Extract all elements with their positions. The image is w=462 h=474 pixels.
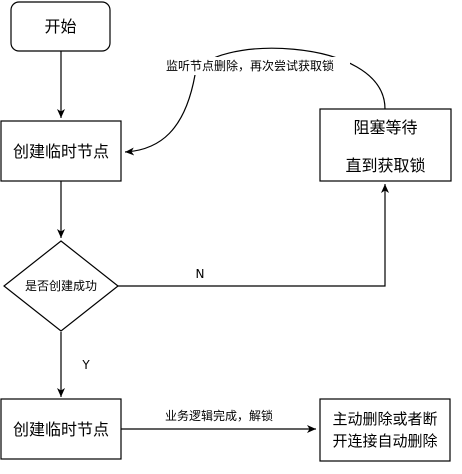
node-delete-line2: 开连接自动删除: [332, 432, 437, 450]
node-delete[interactable]: [319, 398, 451, 462]
edge-label-no: N: [196, 267, 205, 281]
node-block-wait-line2: 直到获取锁: [345, 156, 425, 175]
node-create-temp-1[interactable]: [0, 120, 122, 182]
node-block-wait-line1: 阻塞等待: [353, 118, 417, 137]
node-start[interactable]: [10, 1, 111, 52]
edge-label-watch-retry: 监听节点删除，再次尝试获取锁: [166, 58, 334, 73]
edge-label-done-unlock: 业务逻辑完成，解锁: [165, 408, 273, 423]
node-decision[interactable]: [3, 240, 119, 332]
node-create-temp-2-label: 创建临时节点: [13, 420, 109, 439]
node-create-temp-1-label: 创建临时节点: [13, 142, 109, 161]
edge-label-yes: Y: [81, 358, 90, 372]
node-create-temp-2[interactable]: [0, 398, 122, 460]
edge-decision-no-to-wait: [118, 184, 389, 287]
node-delete-line1: 主动删除或者断: [332, 410, 437, 428]
node-block-wait[interactable]: [319, 108, 452, 182]
node-start-label: 开始: [44, 17, 76, 36]
edge-label-bg: [150, 57, 350, 75]
node-decision-label: 是否创建成功: [25, 279, 97, 293]
